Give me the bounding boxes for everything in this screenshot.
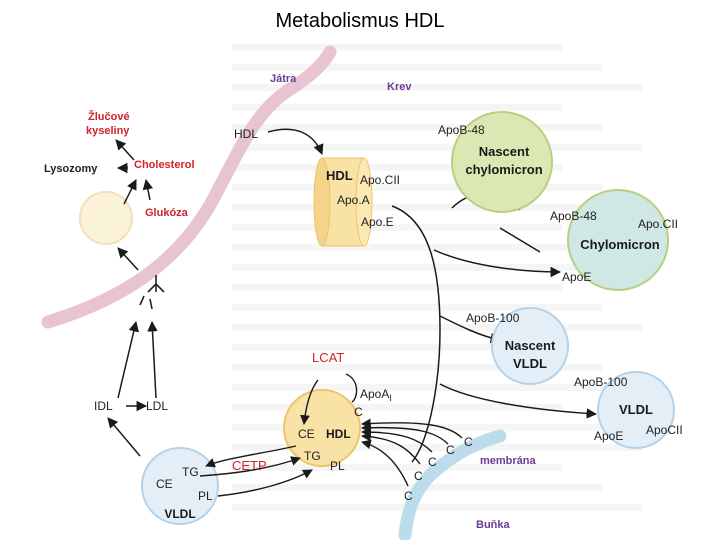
nascent-chylo-apob: ApoB-48	[438, 123, 485, 137]
hdl-bottom-name: HDL	[326, 427, 351, 441]
hdl-top-name: HDL	[326, 168, 353, 183]
c-label-2: C	[428, 455, 437, 469]
ghost-text-background	[232, 44, 642, 511]
liver-arrows	[107, 139, 158, 457]
c-label-4: C	[464, 435, 473, 449]
cetp-exchange-arrows	[199, 445, 313, 497]
hdl-bottom-apoa: ApoAI	[360, 387, 392, 403]
ghost-line	[232, 384, 642, 391]
vldl-right-apoe: ApoE	[594, 429, 623, 443]
vldl-right-circle	[597, 371, 675, 449]
label-krev: Krev	[387, 81, 412, 93]
hdl-bottom-tg: TG	[304, 449, 321, 463]
label-membrana: membrána	[480, 455, 537, 467]
label-zlucove: Žlučové	[88, 110, 130, 123]
hdl-bottom-c: C	[354, 405, 363, 419]
vldl-bottom-circle	[141, 447, 219, 525]
ghost-line	[232, 504, 642, 511]
hdl-bottom-ce: CE	[298, 427, 315, 441]
label-bunka: Buňka	[476, 519, 511, 531]
chylomicron-name: Chylomicron	[580, 237, 660, 252]
hdl-top-apoe: Apo.E	[361, 215, 394, 229]
nascent-vldl-line1: Nascent	[505, 338, 556, 353]
chylomicron-circle	[567, 189, 669, 291]
c-label-3: C	[446, 443, 455, 457]
hdl-bottom-pl: PL	[330, 459, 345, 473]
ghost-line	[232, 364, 602, 371]
page-title: Metabolismus HDL	[275, 10, 445, 32]
hdl-bottom-circle	[283, 389, 361, 467]
label-cholesterol: Cholesterol	[134, 159, 195, 171]
nascent-vldl-line2: VLDL	[513, 356, 547, 371]
ghost-line	[232, 84, 642, 91]
central-arrows	[391, 192, 598, 463]
nascent-vldl-apob: ApoB-100	[466, 311, 520, 325]
chylomicron-apoe: ApoE	[562, 270, 591, 284]
c-label-1: C	[414, 469, 423, 483]
lcat-arrow	[304, 373, 358, 424]
ghost-line	[232, 404, 562, 411]
ghost-line	[232, 124, 602, 131]
hdl-cylinder	[313, 157, 373, 247]
cell-c-arrows	[361, 418, 463, 487]
label-kyseliny: kyseliny	[86, 125, 130, 137]
label-lcat: LCAT	[312, 350, 344, 365]
hdl-top-apoa: Apo.A	[337, 193, 370, 207]
nascent-chylomicron-circle	[451, 111, 553, 213]
vldl-right-apob: ApoB-100	[574, 375, 628, 389]
label-glukoza: Glukóza	[145, 207, 189, 219]
ghost-line	[232, 204, 642, 211]
lysosome-circle	[79, 191, 133, 245]
label-jatra: Játra	[270, 73, 297, 85]
ghost-line	[232, 284, 562, 291]
label-idl: IDL	[94, 399, 113, 413]
chylomicron-apob: ApoB-48	[550, 209, 597, 223]
liver-membrane	[41, 45, 337, 329]
ghost-line	[232, 164, 562, 171]
vldl-right-apocii: ApoCII	[646, 423, 683, 437]
ghost-line	[232, 244, 602, 251]
label-ldl: LDL	[146, 399, 168, 413]
receptor-icon	[139, 275, 165, 310]
ghost-line	[232, 304, 602, 311]
ghost-line	[232, 224, 562, 231]
ghost-line	[232, 424, 602, 431]
vldl-right-name: VLDL	[619, 402, 653, 417]
ghost-line	[232, 144, 642, 151]
ghost-line	[232, 324, 642, 331]
vldl-bottom-ce: CE	[156, 477, 173, 491]
c-label-0: C	[404, 489, 413, 503]
ghost-line	[232, 344, 562, 351]
hdl-top-apocii: Apo.CII	[360, 173, 400, 187]
hdl-in-arrow	[267, 128, 324, 155]
ghost-line	[232, 104, 562, 111]
label-hdl-in: HDL	[234, 127, 258, 141]
nascent-chylo-line1: Nascent	[479, 144, 530, 159]
vldl-bottom-pl: PL	[198, 489, 213, 503]
label-lysozomy: Lysozomy	[44, 163, 98, 175]
nascent-vldl-circle	[491, 307, 569, 385]
nascent-chylo-line2: chylomicron	[465, 162, 542, 177]
ghost-line	[232, 44, 562, 51]
ghost-line	[232, 444, 642, 451]
ghost-line	[232, 264, 642, 271]
ghost-line	[232, 64, 602, 71]
chylomicron-apocii: Apo.CII	[638, 217, 678, 231]
cell-membrane	[398, 429, 507, 542]
ghost-line	[232, 184, 602, 191]
vldl-bottom-name: VLDL	[164, 507, 195, 521]
vldl-bottom-tg: TG	[182, 465, 199, 479]
